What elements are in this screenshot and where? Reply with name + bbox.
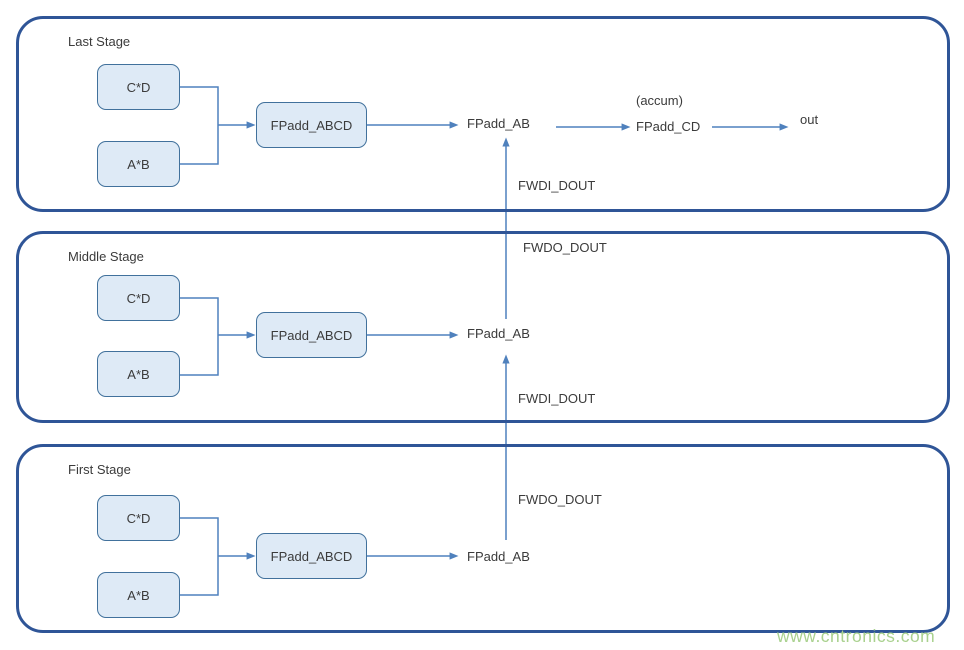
stage-last-title: Last Stage xyxy=(68,34,131,49)
label-fpadd-cd: FPadd_CD xyxy=(636,119,701,134)
box-fpadd-abcd-first: FPadd_ABCD xyxy=(256,533,367,579)
label-fpadd-ab-last: FPadd_AB xyxy=(467,116,530,131)
stage-first-container: First Stage C*D A*B FPadd_ABCD FPadd_AB … xyxy=(16,444,950,633)
box-fpadd-abcd-middle: FPadd_ABCD xyxy=(256,312,367,358)
box-fpadd-abcd-last: FPadd_ABCD xyxy=(256,102,367,148)
stage-middle-title: Middle Stage xyxy=(68,249,144,264)
box-ab-last-label: A*B xyxy=(127,156,150,172)
box-cd-middle: C*D xyxy=(97,275,180,321)
label-fwdo-dout-first: FWDO_DOUT xyxy=(518,492,602,507)
box-fpadd-abcd-last-label: FPadd_ABCD xyxy=(270,117,353,133)
watermark-text: www.cntronics.com xyxy=(777,626,936,646)
box-fpadd-abcd-middle-label: FPadd_ABCD xyxy=(270,327,353,343)
box-ab-middle-label: A*B xyxy=(127,366,150,382)
box-cd-first: C*D xyxy=(97,495,180,541)
box-ab-middle: A*B xyxy=(97,351,180,397)
box-cd-last: C*D xyxy=(97,64,180,110)
box-ab-first-label: A*B xyxy=(127,587,150,603)
label-fwdo-dout-middle: FWDO_DOUT xyxy=(523,240,607,255)
stage-middle-container: Middle Stage C*D A*B FPadd_ABCD FPadd_AB… xyxy=(16,231,950,423)
label-accum-note: (accum) xyxy=(636,93,683,108)
label-fpadd-ab-middle: FPadd_AB xyxy=(467,326,530,341)
box-ab-last: A*B xyxy=(97,141,180,187)
stage-first-title: First Stage xyxy=(68,462,131,477)
box-ab-first: A*B xyxy=(97,572,180,618)
box-cd-middle-label: C*D xyxy=(126,290,151,306)
box-fpadd-abcd-first-label: FPadd_ABCD xyxy=(270,548,353,564)
label-out: out xyxy=(800,112,819,127)
label-fwdi-dout-last: FWDI_DOUT xyxy=(518,178,596,193)
label-fwdi-dout-middle: FWDI_DOUT xyxy=(518,391,596,406)
label-fpadd-ab-first: FPadd_AB xyxy=(467,549,530,564)
box-cd-last-label: C*D xyxy=(126,79,151,95)
box-cd-first-label: C*D xyxy=(126,510,151,526)
stage-last-container: Last Stage C*D A*B FPadd_ABCD FPadd_AB (… xyxy=(16,16,950,212)
